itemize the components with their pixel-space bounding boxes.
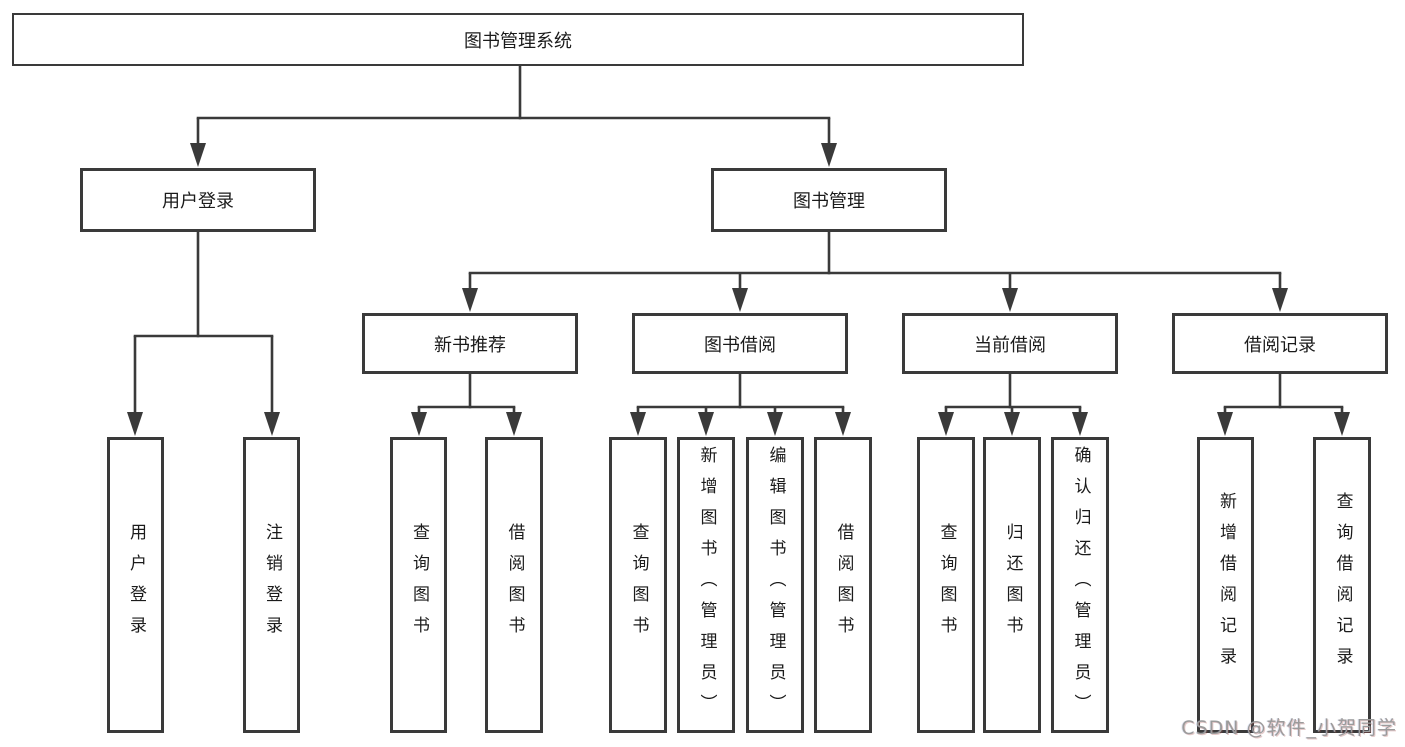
- node-user-login: 用户登录: [80, 168, 316, 232]
- leaf-label: 新增借阅记录: [1216, 492, 1236, 678]
- node-label: 图书管理: [793, 191, 865, 212]
- node-borrowing-records: 借阅记录: [1172, 313, 1388, 374]
- leaf-label: 新增图书（管理员）: [696, 445, 717, 725]
- leaf-logout: 注销登录: [243, 437, 300, 733]
- leaf-query-books-borrowing: 查询图书: [609, 437, 667, 733]
- node-label: 用户登录: [162, 191, 234, 212]
- leaf-label: 查询图书: [409, 523, 429, 647]
- leaf-label: 归还图书: [1002, 523, 1023, 647]
- leaf-label: 借阅图书: [833, 523, 854, 647]
- csdn-watermark: CSDN @软件_小贺同学: [1181, 717, 1397, 739]
- leaf-query-borrow-record: 查询借阅记录: [1313, 437, 1371, 733]
- leaf-user-login: 用户登录: [107, 437, 164, 733]
- leaf-add-book-admin: 新增图书（管理员）: [677, 437, 735, 733]
- node-current-borrowing: 当前借阅: [902, 313, 1118, 374]
- leaf-return-book: 归还图书: [983, 437, 1041, 733]
- leaf-confirm-return-admin: 确认归还（管理员）: [1051, 437, 1109, 733]
- leaf-borrow-books-borrowing: 借阅图书: [814, 437, 872, 733]
- leaf-label: 注销登录: [262, 523, 282, 647]
- node-label: 借阅记录: [1244, 334, 1316, 356]
- leaf-edit-book-admin: 编辑图书（管理员）: [746, 437, 804, 733]
- node-book-borrowing: 图书借阅: [632, 313, 848, 374]
- leaf-query-books-current: 查询图书: [917, 437, 975, 733]
- leaf-label: 确认归还（管理员）: [1070, 445, 1091, 725]
- node-label: 新书推荐: [434, 334, 506, 356]
- node-book-management: 图书管理: [711, 168, 947, 232]
- node-label: 图书借阅: [704, 334, 776, 356]
- node-label: 当前借阅: [974, 334, 1046, 356]
- leaf-label: 用户登录: [126, 523, 146, 647]
- node-label: 图书管理系统: [464, 30, 572, 52]
- leaf-add-borrow-record: 新增借阅记录: [1197, 437, 1254, 733]
- leaf-borrow-books-recommendation: 借阅图书: [485, 437, 543, 733]
- leaf-label: 查询图书: [628, 523, 649, 647]
- leaf-label: 借阅图书: [504, 523, 525, 647]
- leaf-query-books-recommendation: 查询图书: [390, 437, 447, 733]
- leaf-label: 编辑图书（管理员）: [765, 445, 786, 725]
- leaf-label: 查询图书: [936, 523, 957, 647]
- leaf-label: 查询借阅记录: [1332, 492, 1353, 678]
- node-new-book-recommendation: 新书推荐: [362, 313, 578, 374]
- node-library-management-system: 图书管理系统: [12, 13, 1024, 66]
